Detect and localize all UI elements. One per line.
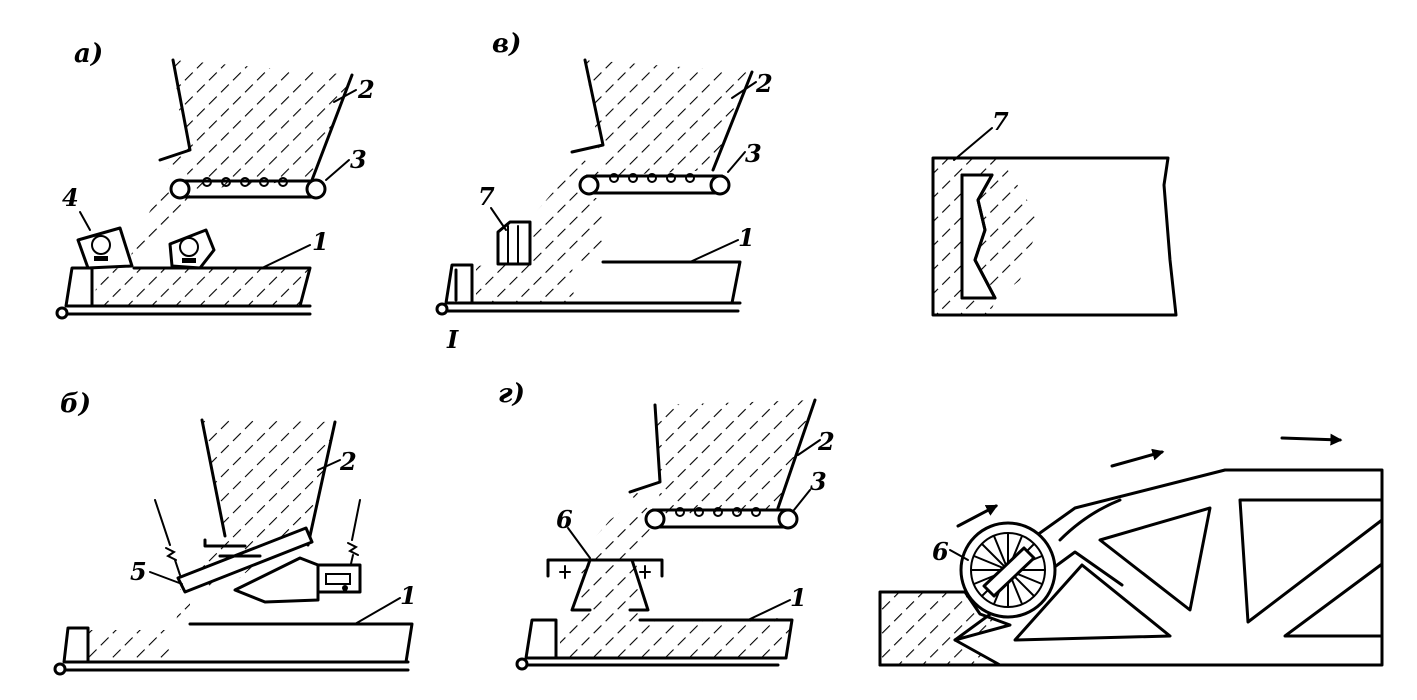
part-label: 1	[400, 581, 417, 610]
vibrator-4	[76, 226, 216, 270]
stray-mark: I	[446, 325, 459, 354]
gate-7	[496, 220, 532, 266]
part-label: 1	[738, 223, 755, 252]
detail-rotor-6: 6	[878, 433, 1384, 667]
rotor-6	[546, 558, 664, 612]
part-label: 2	[817, 427, 835, 456]
panel-b: б) 2 5 1	[53, 389, 417, 676]
part-label: 6	[556, 505, 573, 534]
part-label: 3	[810, 467, 827, 496]
part-label: 7	[992, 107, 1009, 136]
part-label: 5	[130, 557, 147, 586]
panel-g: г) 2 3	[498, 379, 835, 671]
arrow-icon	[956, 504, 999, 528]
part-label: 7	[478, 182, 495, 211]
conveyor-1	[524, 618, 794, 660]
arrow-icon	[1110, 448, 1165, 468]
feeder-3	[169, 177, 327, 200]
material-mass	[476, 60, 752, 303]
part-label: 2	[339, 447, 357, 476]
panel-label-g: г)	[498, 379, 525, 409]
conveyor-1	[62, 622, 414, 664]
material-mass	[88, 420, 335, 662]
feeder-3	[644, 507, 799, 530]
part-label: 3	[745, 139, 762, 168]
part-label: 4	[62, 183, 79, 212]
panel-a: а) 2	[55, 39, 375, 320]
part-label: 1	[312, 227, 329, 256]
part-label: 1	[790, 583, 807, 612]
panel-label-a: а)	[74, 39, 103, 69]
panel-v: в) 2 3 1	[435, 29, 773, 354]
part-label: 2	[755, 69, 773, 98]
arrow-icon	[1280, 433, 1343, 446]
part-label: 6	[932, 537, 949, 566]
panel-label-v: в)	[492, 29, 521, 59]
conveyor-1	[444, 260, 742, 305]
detail-gate-7: 7	[931, 107, 1178, 317]
material-mass	[560, 400, 815, 658]
panel-label-b: б)	[60, 389, 91, 419]
feeder-3	[578, 173, 731, 196]
vibrating-feeder-5	[176, 526, 362, 604]
part-label: 2	[357, 75, 375, 104]
part-label: 3	[350, 145, 367, 174]
